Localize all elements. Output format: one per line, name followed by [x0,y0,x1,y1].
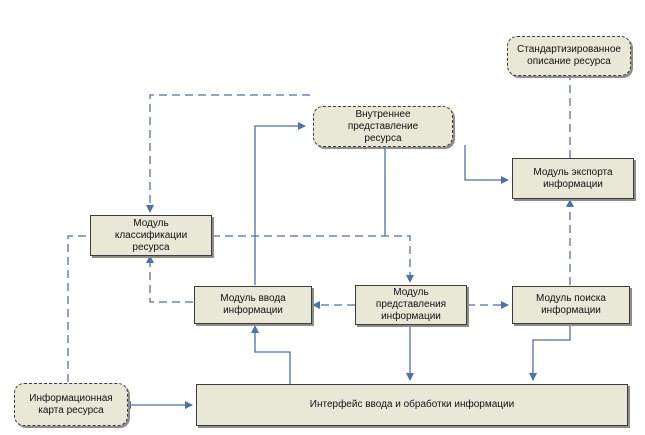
classification-module-label: Модуль классификации ресурса [114,217,188,253]
edge-search-to-interface [529,326,571,381]
edge-card-to-classification [67,235,90,382]
presentation-module-node: Модуль представления информации [355,285,467,325]
edge-input-to-classification [146,255,193,303]
standard-description-label: Стандартизированное описание ресурса [517,44,621,67]
standard-description-node: Стандартизированное описание ресурса [507,36,631,76]
classification-module-node: Модуль классификации ресурса [90,215,212,256]
edge-interface-to-input [251,325,291,384]
export-module-node: Модуль экспорта информации [512,158,634,199]
info-card-label: Информационная карта ресурса [29,392,113,416]
input-module-label: Модуль ввода информации [220,293,286,316]
input-module-node: Модуль ввода информации [194,286,312,324]
edge-internal-to-classification [146,94,310,213]
edge-input-to-internal [254,122,306,285]
search-module-label: Модуль поиска информации [536,293,606,316]
info-card-node: Информационная карта ресурса [14,383,128,426]
edge-classification-to-presentation [212,235,414,283]
export-module-label: Модуль экспорта информации [533,166,613,190]
internal-representation-label: Внутреннее представление ресурса [347,108,419,144]
presentation-module-label: Модуль представления информации [375,287,447,322]
search-module-node: Модуль поиска информации [512,286,630,324]
interface-node: Интерфейс ввода и обработки информации [196,384,628,426]
internal-representation-node: Внутреннее представление ресурса [313,106,453,147]
interface-label: Интерфейс ввода и обработки информации [309,399,515,410]
edge-internal-to-export [464,145,509,184]
